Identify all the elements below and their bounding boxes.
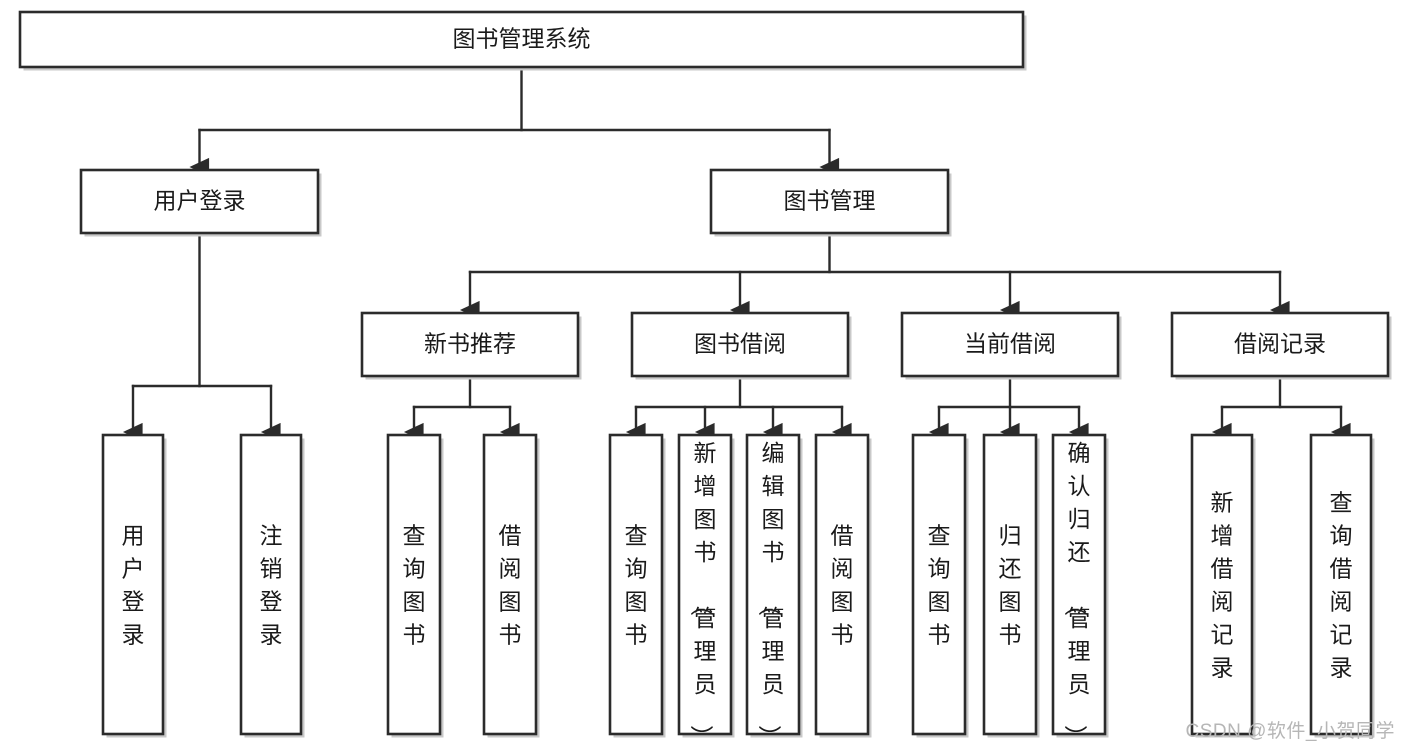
node-leaf_1[interactable]: 注销登录 bbox=[239, 433, 305, 738]
node-rect[interactable] bbox=[360, 311, 580, 378]
node-rect[interactable] bbox=[482, 433, 538, 736]
node-rect[interactable] bbox=[745, 433, 801, 736]
node-leaf_11[interactable]: 新增借阅记录 bbox=[1190, 433, 1256, 738]
node-l3_0[interactable]: 新书推荐 bbox=[360, 311, 582, 380]
node-leaf_5[interactable]: 新增图书（管理员） bbox=[677, 433, 735, 747]
node-leaf_6[interactable]: 编辑图书（管理员） bbox=[745, 433, 803, 747]
node-label: 注销登录 bbox=[260, 523, 283, 648]
node-l3_1[interactable]: 图书借阅 bbox=[630, 311, 852, 380]
node-leaf_4[interactable]: 查询图书 bbox=[608, 433, 666, 738]
node-rect[interactable] bbox=[982, 433, 1038, 736]
node-leaf_0[interactable]: 用户登录 bbox=[101, 433, 167, 738]
node-leaf_10[interactable]: 确认归还（管理员） bbox=[1051, 433, 1109, 747]
watermark-text: CSDN @软件_小贺同学 bbox=[1185, 721, 1395, 742]
node-label: 编辑图书（管理员） bbox=[757, 440, 785, 747]
node-label: 确认归还（管理员） bbox=[1063, 440, 1091, 747]
node-label: 新书推荐 bbox=[424, 331, 516, 357]
node-l3_3[interactable]: 借阅记录 bbox=[1170, 311, 1392, 380]
node-leaf_7[interactable]: 借阅图书 bbox=[814, 433, 872, 738]
nodes-layer: 图书管理系统用户登录图书管理新书推荐图书借阅当前借阅借阅记录用户登录注销登录查询… bbox=[18, 10, 1392, 747]
node-label: 图书管理系统 bbox=[453, 26, 591, 52]
node-leaf_8[interactable]: 查询图书 bbox=[911, 433, 969, 738]
node-label: 借阅图书 bbox=[831, 523, 854, 648]
node-rect[interactable] bbox=[79, 168, 320, 235]
node-rect[interactable] bbox=[814, 433, 870, 736]
node-rect[interactable] bbox=[1309, 433, 1373, 736]
node-rect[interactable] bbox=[18, 10, 1025, 69]
node-label: 查询图书 bbox=[403, 523, 426, 648]
node-label: 借阅图书 bbox=[499, 523, 522, 648]
node-root[interactable]: 图书管理系统 bbox=[18, 10, 1027, 71]
edges-layer bbox=[122, 65, 1351, 442]
node-label: 查询借阅记录 bbox=[1330, 490, 1353, 681]
node-label: 用户登录 bbox=[154, 188, 246, 214]
node-l2_1[interactable]: 图书管理 bbox=[709, 168, 952, 237]
node-l2_0[interactable]: 用户登录 bbox=[79, 168, 322, 237]
node-label: 图书借阅 bbox=[694, 331, 786, 357]
node-rect[interactable] bbox=[709, 168, 950, 235]
node-rect[interactable] bbox=[911, 433, 967, 736]
node-leaf_12[interactable]: 查询借阅记录 bbox=[1309, 433, 1375, 738]
node-rect[interactable] bbox=[386, 433, 442, 736]
node-rect[interactable] bbox=[1051, 433, 1107, 736]
node-rect[interactable] bbox=[239, 433, 303, 736]
node-leaf_3[interactable]: 借阅图书 bbox=[482, 433, 540, 738]
node-rect[interactable] bbox=[630, 311, 850, 378]
node-label: 新增图书（管理员） bbox=[689, 440, 717, 747]
node-label: 新增借阅记录 bbox=[1211, 490, 1234, 681]
node-leaf_2[interactable]: 查询图书 bbox=[386, 433, 444, 738]
node-label: 用户登录 bbox=[122, 523, 145, 648]
node-rect[interactable] bbox=[1190, 433, 1254, 736]
node-label: 归还图书 bbox=[999, 523, 1022, 648]
node-rect[interactable] bbox=[1170, 311, 1390, 378]
node-label: 查询图书 bbox=[928, 523, 951, 648]
node-rect[interactable] bbox=[677, 433, 733, 736]
node-rect[interactable] bbox=[900, 311, 1120, 378]
node-rect[interactable] bbox=[101, 433, 165, 736]
node-l3_2[interactable]: 当前借阅 bbox=[900, 311, 1122, 380]
node-leaf_9[interactable]: 归还图书 bbox=[982, 433, 1040, 738]
node-label: 查询图书 bbox=[625, 523, 648, 648]
node-label: 当前借阅 bbox=[964, 331, 1056, 357]
node-label: 借阅记录 bbox=[1234, 331, 1326, 357]
node-label: 图书管理 bbox=[784, 188, 876, 214]
node-rect[interactable] bbox=[608, 433, 664, 736]
